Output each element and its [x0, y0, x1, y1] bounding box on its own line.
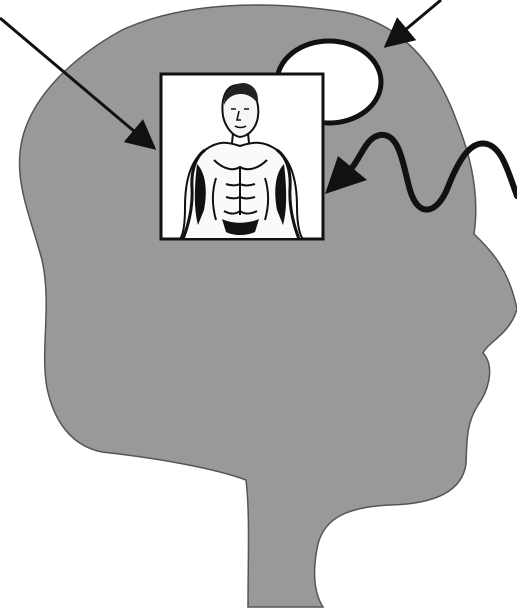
top-right-arrow — [386, 0, 441, 46]
body-image-frame — [161, 74, 323, 239]
